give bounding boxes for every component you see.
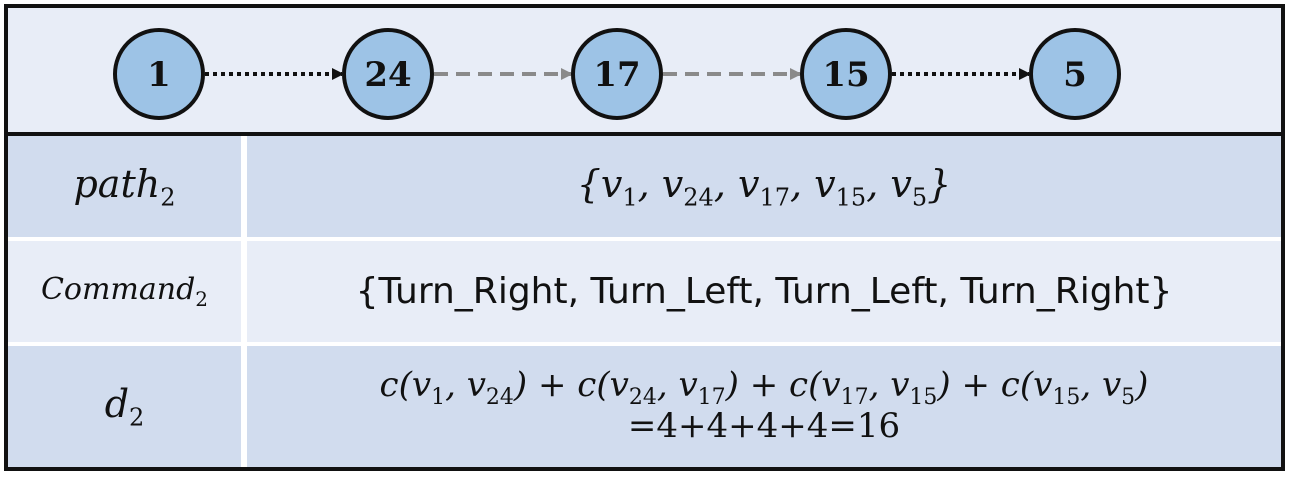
- diagram-frame: 1 24 17 15 5 path2 {v1, v24, v17, v15, v5} C…: [4, 4, 1285, 471]
- distance-label: d2: [104, 381, 145, 432]
- node-label-17: 17: [593, 55, 640, 95]
- path-row: path2 {v1, v24, v17, v15, v5}: [8, 136, 1281, 237]
- distance-row: d2 c(v1, v24) + c(v24, v17) + c(v17, v15…: [8, 346, 1281, 467]
- distance-value-cell: c(v1, v24) + c(v24, v17) + c(v17, v15) +…: [247, 346, 1281, 467]
- node-label-24: 24: [364, 55, 411, 95]
- path-graph: 1 24 17 15 5: [8, 8, 1281, 136]
- command-label: Command2: [40, 272, 209, 311]
- command-value-cell: {Turn_Right, Turn_Left, Turn_Left, Turn_…: [247, 241, 1281, 342]
- distance-expression: c(v1, v24) + c(v24, v17) + c(v17, v15) +…: [379, 365, 1149, 410]
- node-label-1: 1: [147, 55, 171, 95]
- node-15: [800, 28, 892, 120]
- node-label-5: 5: [1063, 55, 1087, 95]
- path-label-cell: path2: [8, 136, 241, 237]
- node-1: [113, 28, 205, 120]
- node-5: [1029, 28, 1121, 120]
- distance-label-cell: d2: [8, 346, 241, 467]
- node-24: [342, 28, 434, 120]
- node-label-15: 15: [822, 55, 869, 95]
- command-value: {Turn_Right, Turn_Left, Turn_Left, Turn_…: [355, 271, 1173, 312]
- command-row: Command2 {Turn_Right, Turn_Left, Turn_Le…: [8, 241, 1281, 342]
- path-value-cell: {v1, v24, v17, v15, v5}: [247, 136, 1281, 237]
- path-label: path2: [73, 161, 176, 212]
- command-label-cell: Command2: [8, 241, 241, 342]
- path-value: {v1, v24, v17, v15, v5}: [576, 161, 952, 212]
- distance-sum: =4+4+4+4=16: [627, 406, 901, 447]
- node-17: [571, 28, 663, 120]
